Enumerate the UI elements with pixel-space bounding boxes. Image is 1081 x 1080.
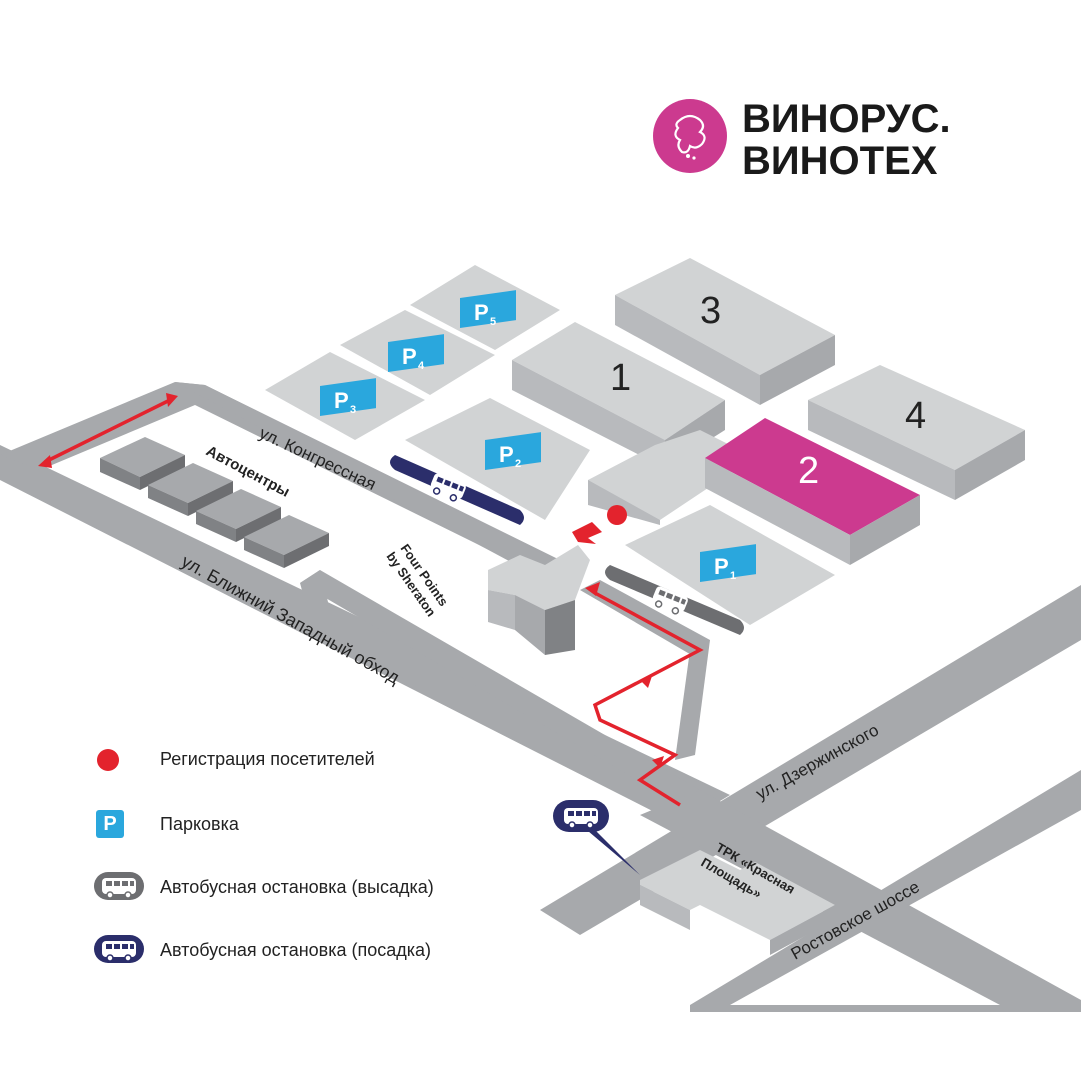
legend-row-parking: P Парковка (90, 804, 570, 844)
parking-sign-2-p: P (499, 442, 514, 467)
navy-bus-icon (94, 935, 144, 963)
legend-registration-label: Регистрация посетителей (160, 749, 375, 769)
parking-sign-4-num: 4 (418, 360, 425, 372)
parking-sign-4: P 4 (388, 334, 444, 372)
road-rostovskoe (690, 770, 1081, 1005)
road-inner-vertical (300, 570, 330, 620)
map-bus-stops (390, 455, 744, 635)
hall-3-label: 3 (700, 290, 721, 332)
hall-3[interactable]: 3 (615, 258, 835, 405)
brand-logo: ВИНОРУС. ВИНОТЕХ (652, 98, 1032, 188)
bus-stop-pickup-map[interactable] (390, 455, 524, 525)
road-access-down (675, 640, 710, 760)
sheraton-building (488, 545, 590, 655)
parking-sign-2-num: 2 (515, 458, 521, 470)
parking-sign-3-p: P (334, 388, 349, 413)
brand-line-1: ВИНОРУС. (742, 97, 951, 141)
parking-sign-3-num: 3 (350, 404, 356, 416)
legend-row-registration: Регистрация посетителей (90, 740, 570, 780)
connector-building (588, 430, 735, 525)
parking-sign-1-num: 1 (730, 570, 736, 582)
road-cross-lower (690, 1005, 1081, 1012)
parking-p-icon: P (96, 810, 124, 838)
entrance-arrow (572, 522, 602, 544)
road-blizhny (0, 445, 730, 825)
legend-row-bus-dropoff: Автобусная остановка (высадка) (90, 867, 570, 907)
hall-4-label: 4 (905, 395, 926, 437)
hall-2-label: 2 (798, 450, 819, 492)
legend-row-bus-pickup: Автобусная остановка (посадка) (90, 930, 570, 970)
hall-1-label: 1 (610, 357, 631, 399)
road-inner-loop (300, 570, 700, 805)
grape-logo-icon (653, 99, 727, 173)
parking-sign-5: P 5 (460, 290, 516, 328)
legend-parking-label: Парковка (160, 814, 239, 834)
parking-sign-3: P 3 (320, 378, 376, 416)
legend-bus-dropoff-label: Автобусная остановка (высадка) (160, 877, 434, 897)
parking-sign-1: P 1 (700, 544, 756, 582)
red-dot-icon (97, 749, 119, 771)
hall-4[interactable]: 4 (808, 365, 1025, 500)
legend-bus-pickup-label: Автобусная остановка (посадка) (160, 940, 432, 960)
parking-sign-2: P 2 (485, 432, 541, 470)
grey-bus-icon (94, 872, 144, 900)
avtocentry-blocks (100, 437, 329, 568)
parking-sign-5-p: P (474, 300, 489, 325)
parking-sign-4-p: P (402, 344, 417, 369)
trk-building (640, 850, 835, 955)
parking-sign-1-p: P (714, 554, 729, 579)
hall-2[interactable]: 2 (705, 418, 920, 565)
bus-stop-dropoff-map[interactable] (605, 565, 744, 635)
bus-pin-marker[interactable] (553, 800, 640, 875)
parking-sign-5-num: 5 (490, 316, 496, 328)
visitor-route (38, 393, 704, 807)
registration-point[interactable] (607, 505, 627, 525)
road-kongressnaya (175, 382, 555, 575)
road-dzerzhinskogo (540, 585, 1081, 935)
brand-line-2: ВИНОТЕХ (742, 139, 938, 183)
brand-name: ВИНОРУС. ВИНОТЕХ (742, 98, 951, 182)
road-cross (640, 790, 1081, 1010)
